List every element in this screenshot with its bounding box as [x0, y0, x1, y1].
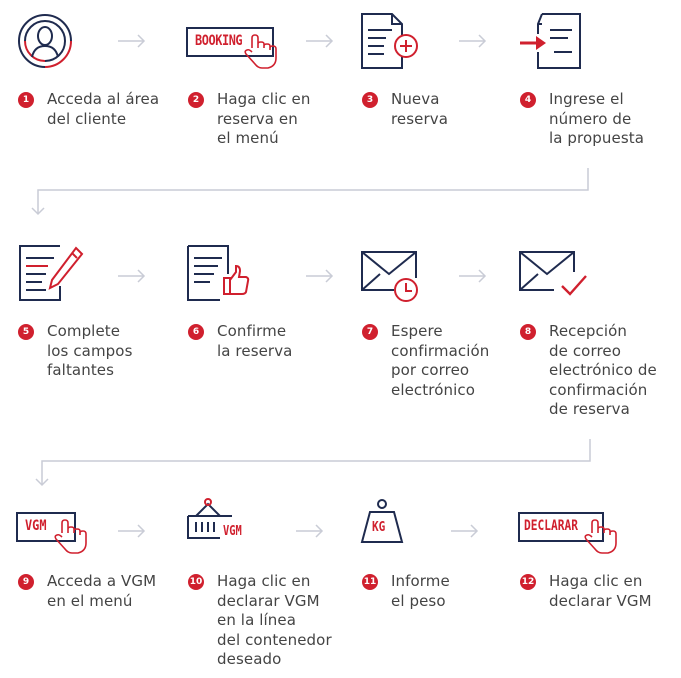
step-label: Acceda al área del cliente: [47, 90, 160, 128]
step-number-badge: 1: [18, 92, 34, 108]
step-label: Complete los campos faltantes: [47, 322, 133, 379]
vgm-click-icon: VGM: [16, 511, 92, 555]
flow-arrow-icon: [118, 524, 146, 538]
step-label: Haga clic en reserva en el menú: [217, 90, 311, 147]
step-label: Recepción de correo electrónico de confi…: [549, 322, 657, 418]
row-connector-line: [31, 168, 589, 216]
container-vgm-label: VGM: [223, 524, 242, 539]
step-label: Haga clic en declarar VGM: [549, 572, 652, 610]
flow-arrow-icon: [451, 524, 479, 538]
document-thumbs-up-icon: [187, 245, 250, 301]
row-connector-line: [35, 439, 591, 487]
step-number-badge: 2: [188, 92, 204, 108]
document-enter-icon: [520, 13, 581, 69]
declarar-label: DECLARAR: [524, 518, 578, 534]
step-number-badge: 8: [520, 324, 536, 340]
step-label: Espere confirmación por correo electróni…: [391, 322, 490, 399]
step-number-badge: 5: [18, 324, 34, 340]
mail-clock-icon: [361, 251, 418, 302]
declarar-click-icon: DECLARAR: [518, 511, 628, 555]
vgm-label: VGM: [25, 518, 47, 534]
step-number-badge: 6: [188, 324, 204, 340]
flow-arrow-icon: [459, 34, 487, 48]
step-label: Ingrese el número de la propuesta: [549, 90, 645, 147]
step-number-badge: 11: [362, 574, 378, 590]
flow-arrow-icon: [296, 524, 324, 538]
container-vgm-icon: VGM: [186, 496, 256, 544]
weight-kg-label: KG: [372, 520, 386, 535]
step-number-badge: 7: [362, 324, 378, 340]
booking-click-icon: BOOKING: [186, 26, 286, 74]
booking-label: BOOKING: [195, 33, 243, 49]
flow-arrow-icon: [118, 34, 146, 48]
mail-check-icon: [519, 251, 587, 296]
step-number-badge: 3: [362, 92, 378, 108]
flow-arrow-icon: [306, 269, 334, 283]
step-number-badge: 4: [520, 92, 536, 108]
step-label: Confirme la reserva: [217, 322, 293, 360]
flow-arrow-icon: [459, 269, 487, 283]
weight-kg-icon: KG: [358, 498, 406, 546]
step-label: Informe el peso: [391, 572, 450, 610]
flow-arrow-icon: [118, 269, 146, 283]
step-number-badge: 9: [18, 574, 34, 590]
step-label: Nueva reserva: [391, 90, 449, 128]
document-edit-icon: [19, 245, 84, 301]
step-label: Acceda a VGM en el menú: [47, 572, 157, 610]
step-label: Haga clic en declarar VGM en la línea de…: [217, 572, 332, 668]
user-circle-icon: [18, 14, 72, 68]
document-add-icon: [361, 13, 418, 69]
step-number-badge: 12: [520, 574, 536, 590]
step-number-badge: 10: [188, 574, 204, 590]
flow-arrow-icon: [306, 34, 334, 48]
